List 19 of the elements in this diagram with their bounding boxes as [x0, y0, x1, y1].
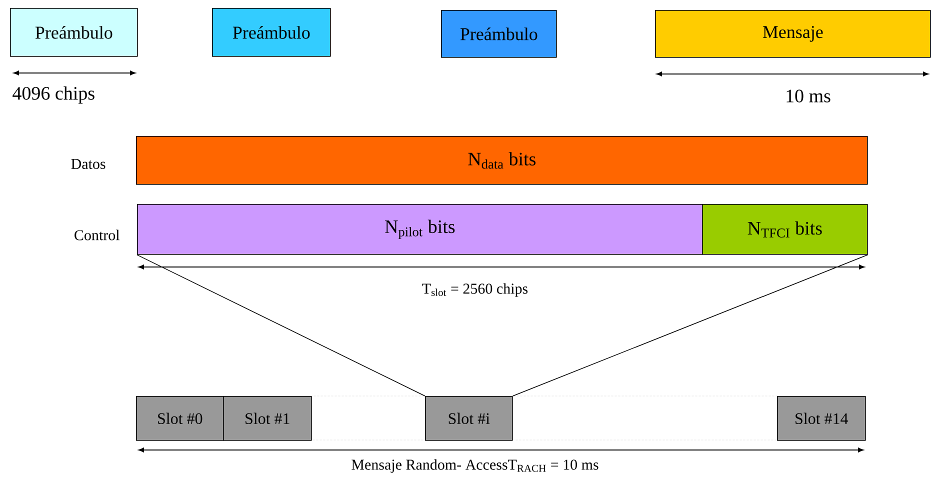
- label: 10 ms: [786, 90, 830, 102]
- label: Mensaje Random- AccessT$_{RACH}$ = 10 ms: [352, 459, 598, 473]
- field-box: Preámbulo: [212, 8, 331, 57]
- slot-box: Slot #0: [136, 396, 224, 441]
- field-box: N$_{data}$ bits: [136, 136, 868, 185]
- field-box: N$_{pilot}$ bits: [137, 204, 703, 255]
- label: T$_{slot}$ = 2560 chips: [422, 283, 528, 297]
- slot-box: Slot #14: [777, 396, 866, 441]
- field-box: Preámbulo: [441, 10, 557, 58]
- field-box: Preámbulo: [10, 8, 138, 57]
- slot-box: Slot #i: [425, 396, 513, 441]
- label: Datos: [71, 159, 106, 169]
- field-box: N$_{TFCI}$ bits: [702, 204, 868, 255]
- field-box: Mensaje: [655, 10, 931, 58]
- label: 4096 chips: [12, 86, 94, 104]
- label: Control: [74, 230, 120, 240]
- slot-box: Slot #1: [223, 396, 312, 441]
- connector-line: [136, 254, 426, 396]
- connector-line: [512, 254, 868, 396]
